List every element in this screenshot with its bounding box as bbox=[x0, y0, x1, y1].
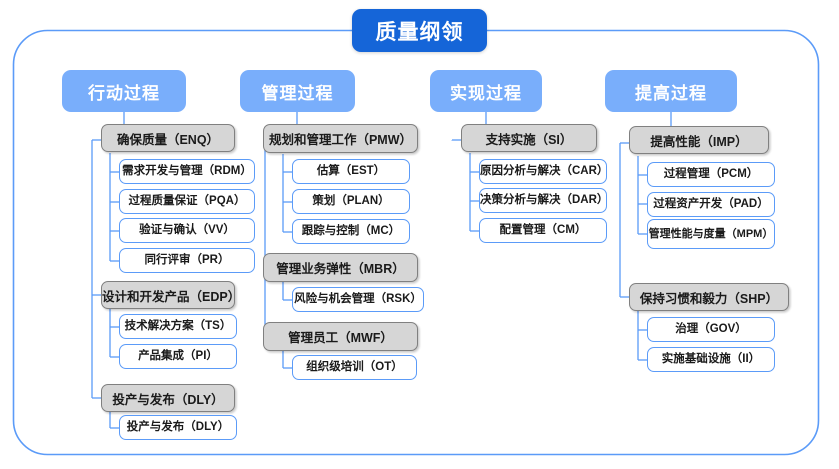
leaf-ii[interactable]: 实施基础设施（II） bbox=[647, 347, 775, 372]
diagram-title: 质量纲领 bbox=[352, 9, 487, 52]
group-mwf[interactable]: 管理员工（MWF） bbox=[263, 322, 418, 351]
group-mbr[interactable]: 管理业务弹性（MBR） bbox=[263, 253, 418, 282]
group-si[interactable]: 支持实施（SI） bbox=[461, 124, 597, 152]
category-header-1[interactable]: 行动过程 bbox=[62, 70, 186, 112]
leaf-pr[interactable]: 同行评审（PR） bbox=[119, 248, 255, 273]
category-header-4[interactable]: 提高过程 bbox=[605, 70, 737, 112]
leaf-mpm[interactable]: 管理性能与度量（MPM） bbox=[647, 219, 775, 249]
leaf-dar[interactable]: 决策分析与解决（DAR） bbox=[479, 188, 608, 213]
leaf-pcm[interactable]: 过程管理（PCM） bbox=[647, 162, 775, 187]
leaf-plan[interactable]: 策划（PLAN） bbox=[292, 189, 410, 214]
leaf-gov[interactable]: 治理（GOV） bbox=[647, 317, 775, 342]
leaf-mc[interactable]: 跟踪与控制（MC） bbox=[292, 219, 410, 244]
group-pmw[interactable]: 规划和管理工作（PMW） bbox=[263, 124, 418, 153]
leaf-pad[interactable]: 过程资产开发（PAD） bbox=[647, 192, 775, 217]
leaf-dly[interactable]: 投产与发布（DLY） bbox=[119, 415, 237, 440]
leaf-pi[interactable]: 产品集成（PI） bbox=[119, 344, 237, 369]
group-dly[interactable]: 投产与发布（DLY） bbox=[101, 384, 235, 412]
leaf-rsk[interactable]: 风险与机会管理（RSK） bbox=[292, 287, 424, 312]
leaf-vv[interactable]: 验证与确认（VV） bbox=[119, 218, 255, 243]
leaf-est[interactable]: 估算（EST） bbox=[292, 159, 410, 184]
group-imp[interactable]: 提高性能（IMP） bbox=[629, 126, 769, 154]
leaf-cm[interactable]: 配置管理（CM） bbox=[479, 218, 607, 243]
group-edp[interactable]: 设计和开发产品（EDP） bbox=[101, 281, 240, 309]
category-header-3[interactable]: 实现过程 bbox=[430, 70, 542, 112]
group-enq[interactable]: 确保质量（ENQ） bbox=[101, 124, 235, 152]
leaf-ts[interactable]: 技术解决方案（TS） bbox=[119, 314, 237, 339]
leaf-ot[interactable]: 组织级培训（OT） bbox=[292, 355, 417, 380]
group-shp[interactable]: 保持习惯和毅力（SHP） bbox=[629, 283, 789, 311]
leaf-pqa[interactable]: 过程质量保证（PQA） bbox=[119, 189, 255, 214]
leaf-car[interactable]: 原因分析与解决（CAR） bbox=[479, 159, 608, 184]
category-header-2[interactable]: 管理过程 bbox=[240, 70, 355, 112]
leaf-rdm[interactable]: 需求开发与管理（RDM） bbox=[119, 159, 255, 184]
